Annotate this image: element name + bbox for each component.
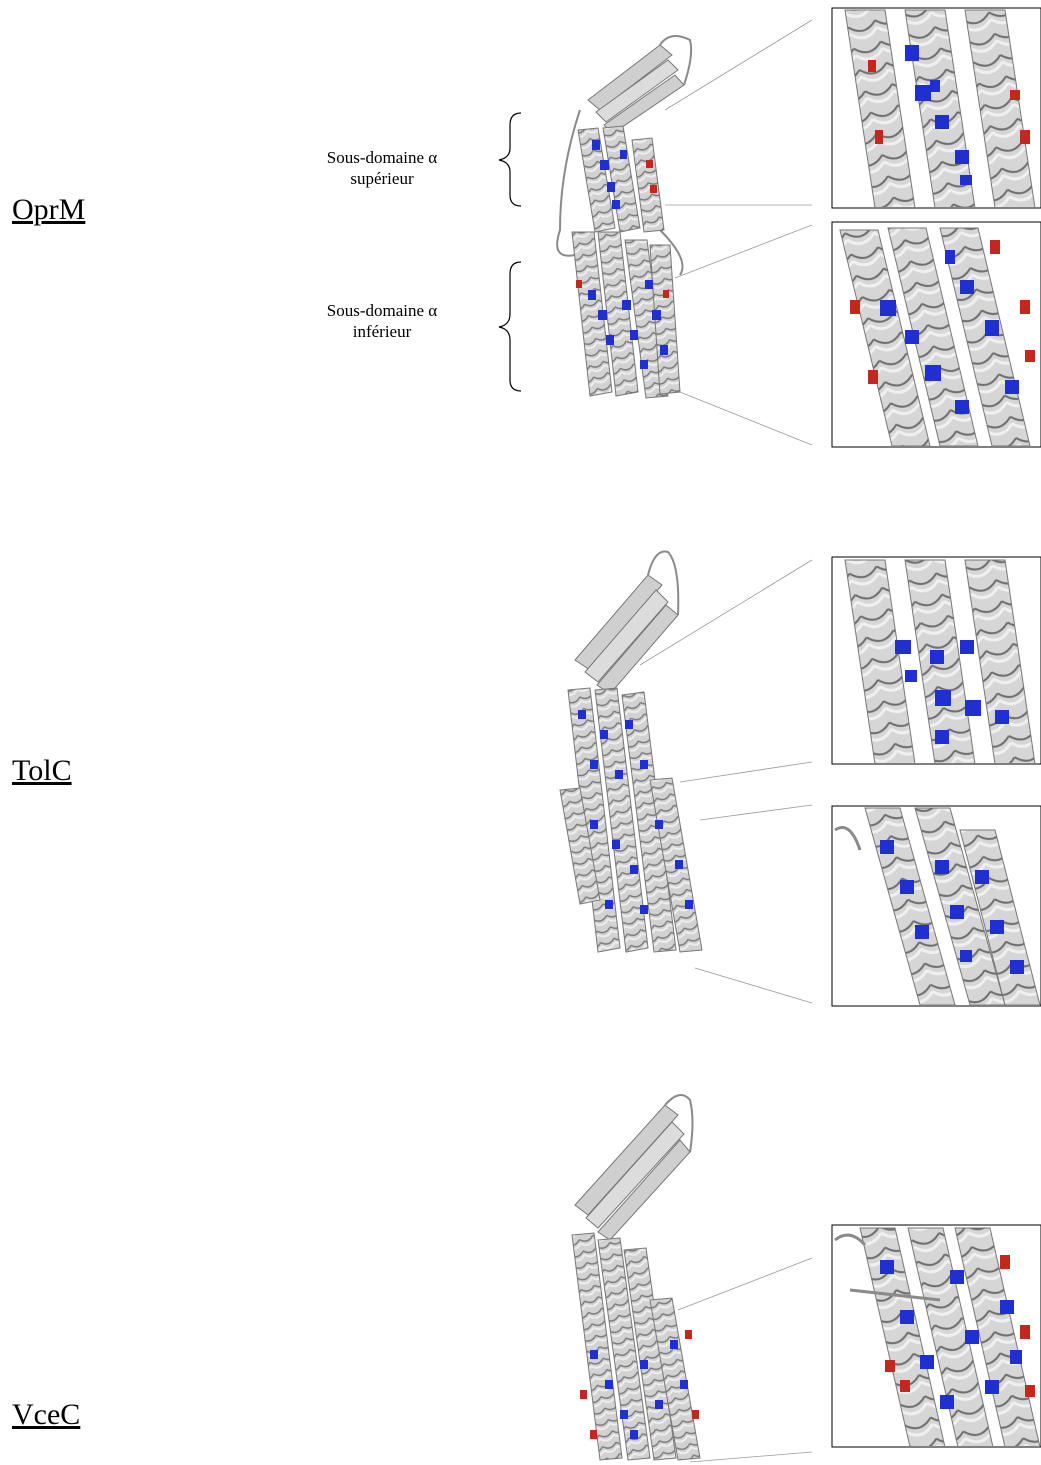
tolc-zoom-upper bbox=[831, 556, 1041, 765]
tolc-zoom-lower bbox=[831, 805, 1041, 1007]
oprm-zoom-lines bbox=[664, 19, 813, 446]
oprm-zoom-lower bbox=[831, 221, 1041, 448]
upper-subdomain-brace bbox=[498, 112, 522, 207]
label-oprm: OprM bbox=[12, 193, 86, 226]
oprm-structure bbox=[556, 35, 693, 399]
tolc-zoom-lines bbox=[639, 559, 813, 1004]
vcec-structure bbox=[571, 1094, 701, 1461]
tolc-structure bbox=[559, 550, 703, 953]
oprm-zoom-upper bbox=[831, 7, 1041, 209]
lower-subdomain-brace bbox=[498, 261, 522, 392]
vcec-zoom-lines bbox=[677, 1257, 813, 1463]
lower-subdomain-label: Sous-domaine α inférieur bbox=[287, 300, 477, 342]
lower-subdomain-line1: Sous-domaine α bbox=[326, 301, 438, 320]
label-vcec: VceC bbox=[12, 1398, 81, 1431]
label-tolc: TolC bbox=[12, 754, 72, 787]
upper-subdomain-line2: supérieur bbox=[350, 169, 414, 188]
lower-subdomain-line2: inférieur bbox=[352, 322, 412, 341]
vcec-zoom bbox=[831, 1224, 1041, 1448]
upper-subdomain-label: Sous-domaine α supérieur bbox=[287, 147, 477, 189]
upper-subdomain-line1: Sous-domaine α bbox=[326, 148, 438, 167]
